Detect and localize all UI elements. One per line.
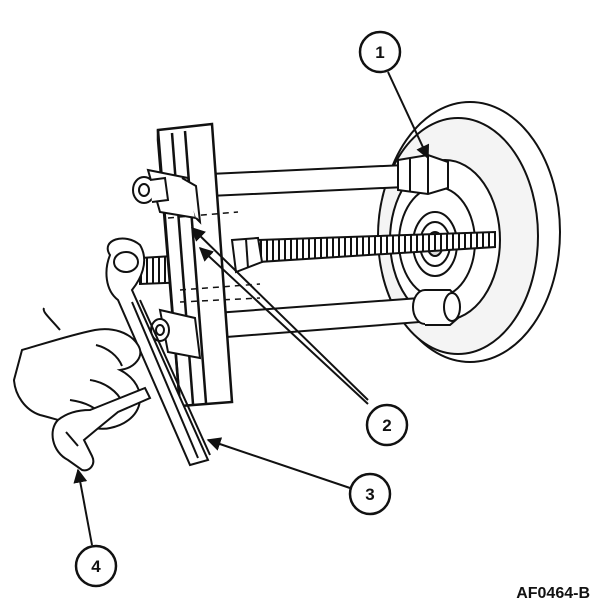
figure-code: AF0464-B	[516, 585, 590, 602]
callout-3: 3	[348, 472, 392, 516]
upper-clamp	[146, 168, 202, 225]
leader-lines	[73, 71, 430, 546]
upper-rod	[187, 163, 406, 199]
svg-text:2: 2	[382, 416, 391, 435]
screw-hex-nut	[230, 236, 264, 274]
leader-2a	[190, 227, 369, 401]
upper-clamp-bolt	[132, 176, 170, 204]
callout-2: 2	[365, 403, 409, 447]
leader-1	[387, 71, 430, 160]
leader-2b	[198, 247, 369, 405]
lower-nut	[412, 289, 461, 326]
svg-text:4: 4	[91, 557, 101, 576]
leader-4	[73, 468, 93, 546]
callout-1: 1	[358, 30, 402, 74]
callout-4: 4	[74, 544, 118, 588]
upper-nut	[397, 153, 449, 196]
svg-text:1: 1	[375, 43, 384, 62]
open-end-wrench	[51, 386, 152, 472]
hidden-lines	[167, 211, 261, 303]
svg-text:3: 3	[365, 485, 374, 504]
leader-3	[206, 437, 351, 489]
box-end-wrench	[105, 237, 211, 467]
